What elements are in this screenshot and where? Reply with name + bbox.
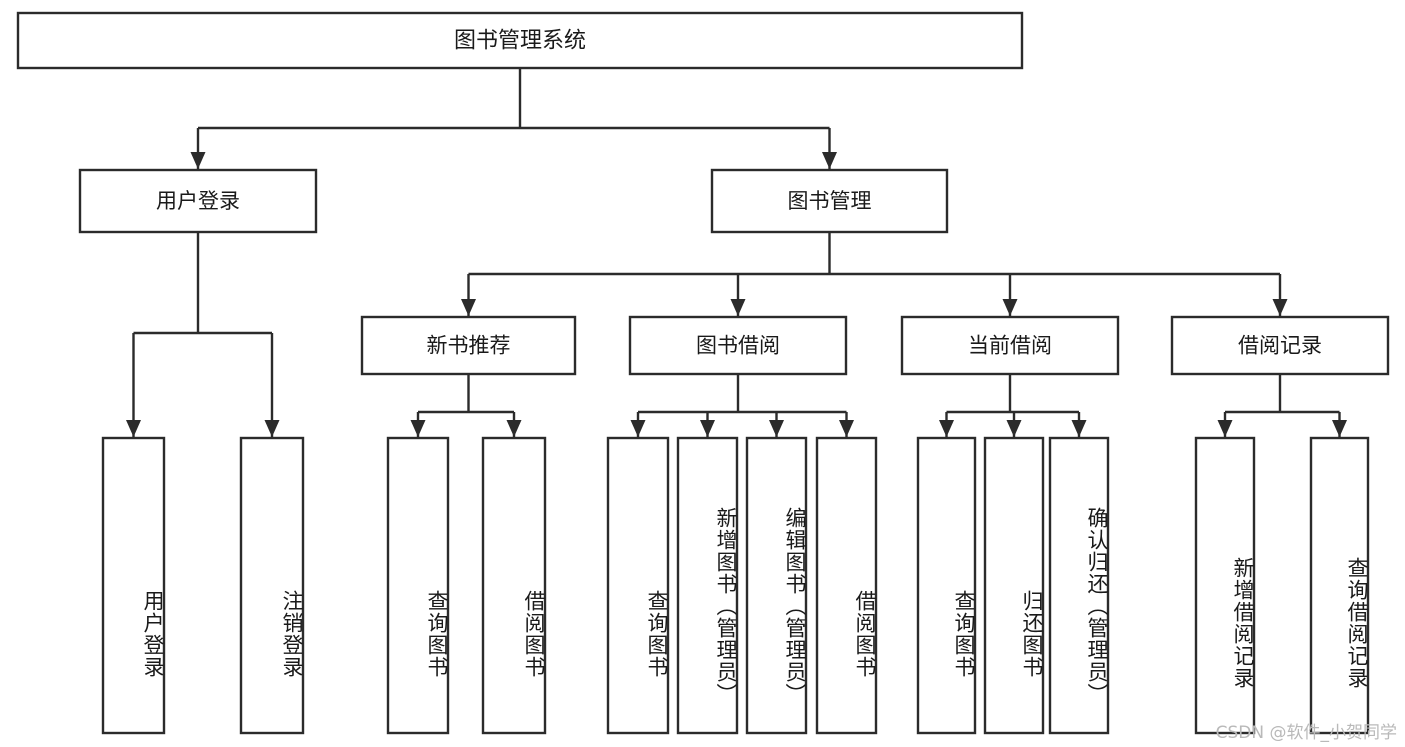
arrow-head-icon [461, 299, 476, 316]
leaf-node-8 [815, 436, 878, 735]
leaf-node-9 [916, 436, 977, 735]
level2-node-2 [710, 168, 949, 234]
csdn-watermark: CSDN @软件_小贺同学 [1215, 723, 1397, 743]
boxes-layer [16, 11, 1390, 735]
level2-node-1-label: 用户登录 [156, 189, 240, 213]
level3-node-3-label: 当前借阅 [968, 334, 1052, 358]
leaf-node-7 [745, 436, 808, 735]
arrow-head-icon [769, 420, 784, 437]
leaf-node-1 [101, 436, 166, 735]
level3-node-2-label: 图书借阅 [696, 334, 780, 358]
arrow-head-icon [630, 420, 646, 437]
level3-node-1 [360, 315, 577, 376]
level3-node-2 [628, 315, 848, 376]
leaf-node-2 [239, 436, 305, 735]
level3-node-3 [900, 315, 1120, 376]
root-node-label: 图书管理系统 [454, 29, 586, 54]
arrow-head-icon [822, 152, 837, 169]
arrow-head-icon [730, 299, 746, 316]
arrow-head-icon [1002, 299, 1018, 316]
arrow-head-icon [1071, 420, 1087, 437]
arrow-head-icon [700, 420, 715, 437]
arrow-head-icon [190, 152, 206, 169]
arrow-head-icon [939, 420, 954, 437]
arrow-head-icon [1217, 420, 1233, 437]
arrow-head-icon [410, 420, 426, 437]
leaf-node-10 [983, 436, 1045, 735]
leaf-node-11 [1048, 436, 1110, 735]
arrow-head-icon [126, 420, 141, 437]
connectors-layer [126, 68, 1347, 437]
leaf-node-13 [1309, 436, 1370, 735]
arrow-head-icon [1006, 420, 1022, 437]
leaf-node-6 [676, 436, 739, 735]
level3-node-4-label: 借阅记录 [1238, 334, 1322, 358]
leaf-node-4 [481, 436, 547, 735]
level3-node-4 [1170, 315, 1390, 376]
level3-node-1-label: 新书推荐 [427, 334, 511, 358]
arrow-head-icon [264, 420, 280, 437]
arrow-head-icon [839, 420, 854, 437]
level2-node-1 [78, 168, 318, 234]
level2-node-2-label: 图书管理 [788, 189, 872, 213]
arrow-head-icon [506, 420, 522, 437]
leaf-node-5 [606, 436, 670, 735]
arrow-head-icon [1272, 299, 1288, 316]
leaf-node-3 [386, 436, 450, 735]
leaf-node-12 [1194, 436, 1256, 735]
root-node [16, 11, 1024, 70]
arrow-head-icon [1332, 420, 1347, 437]
